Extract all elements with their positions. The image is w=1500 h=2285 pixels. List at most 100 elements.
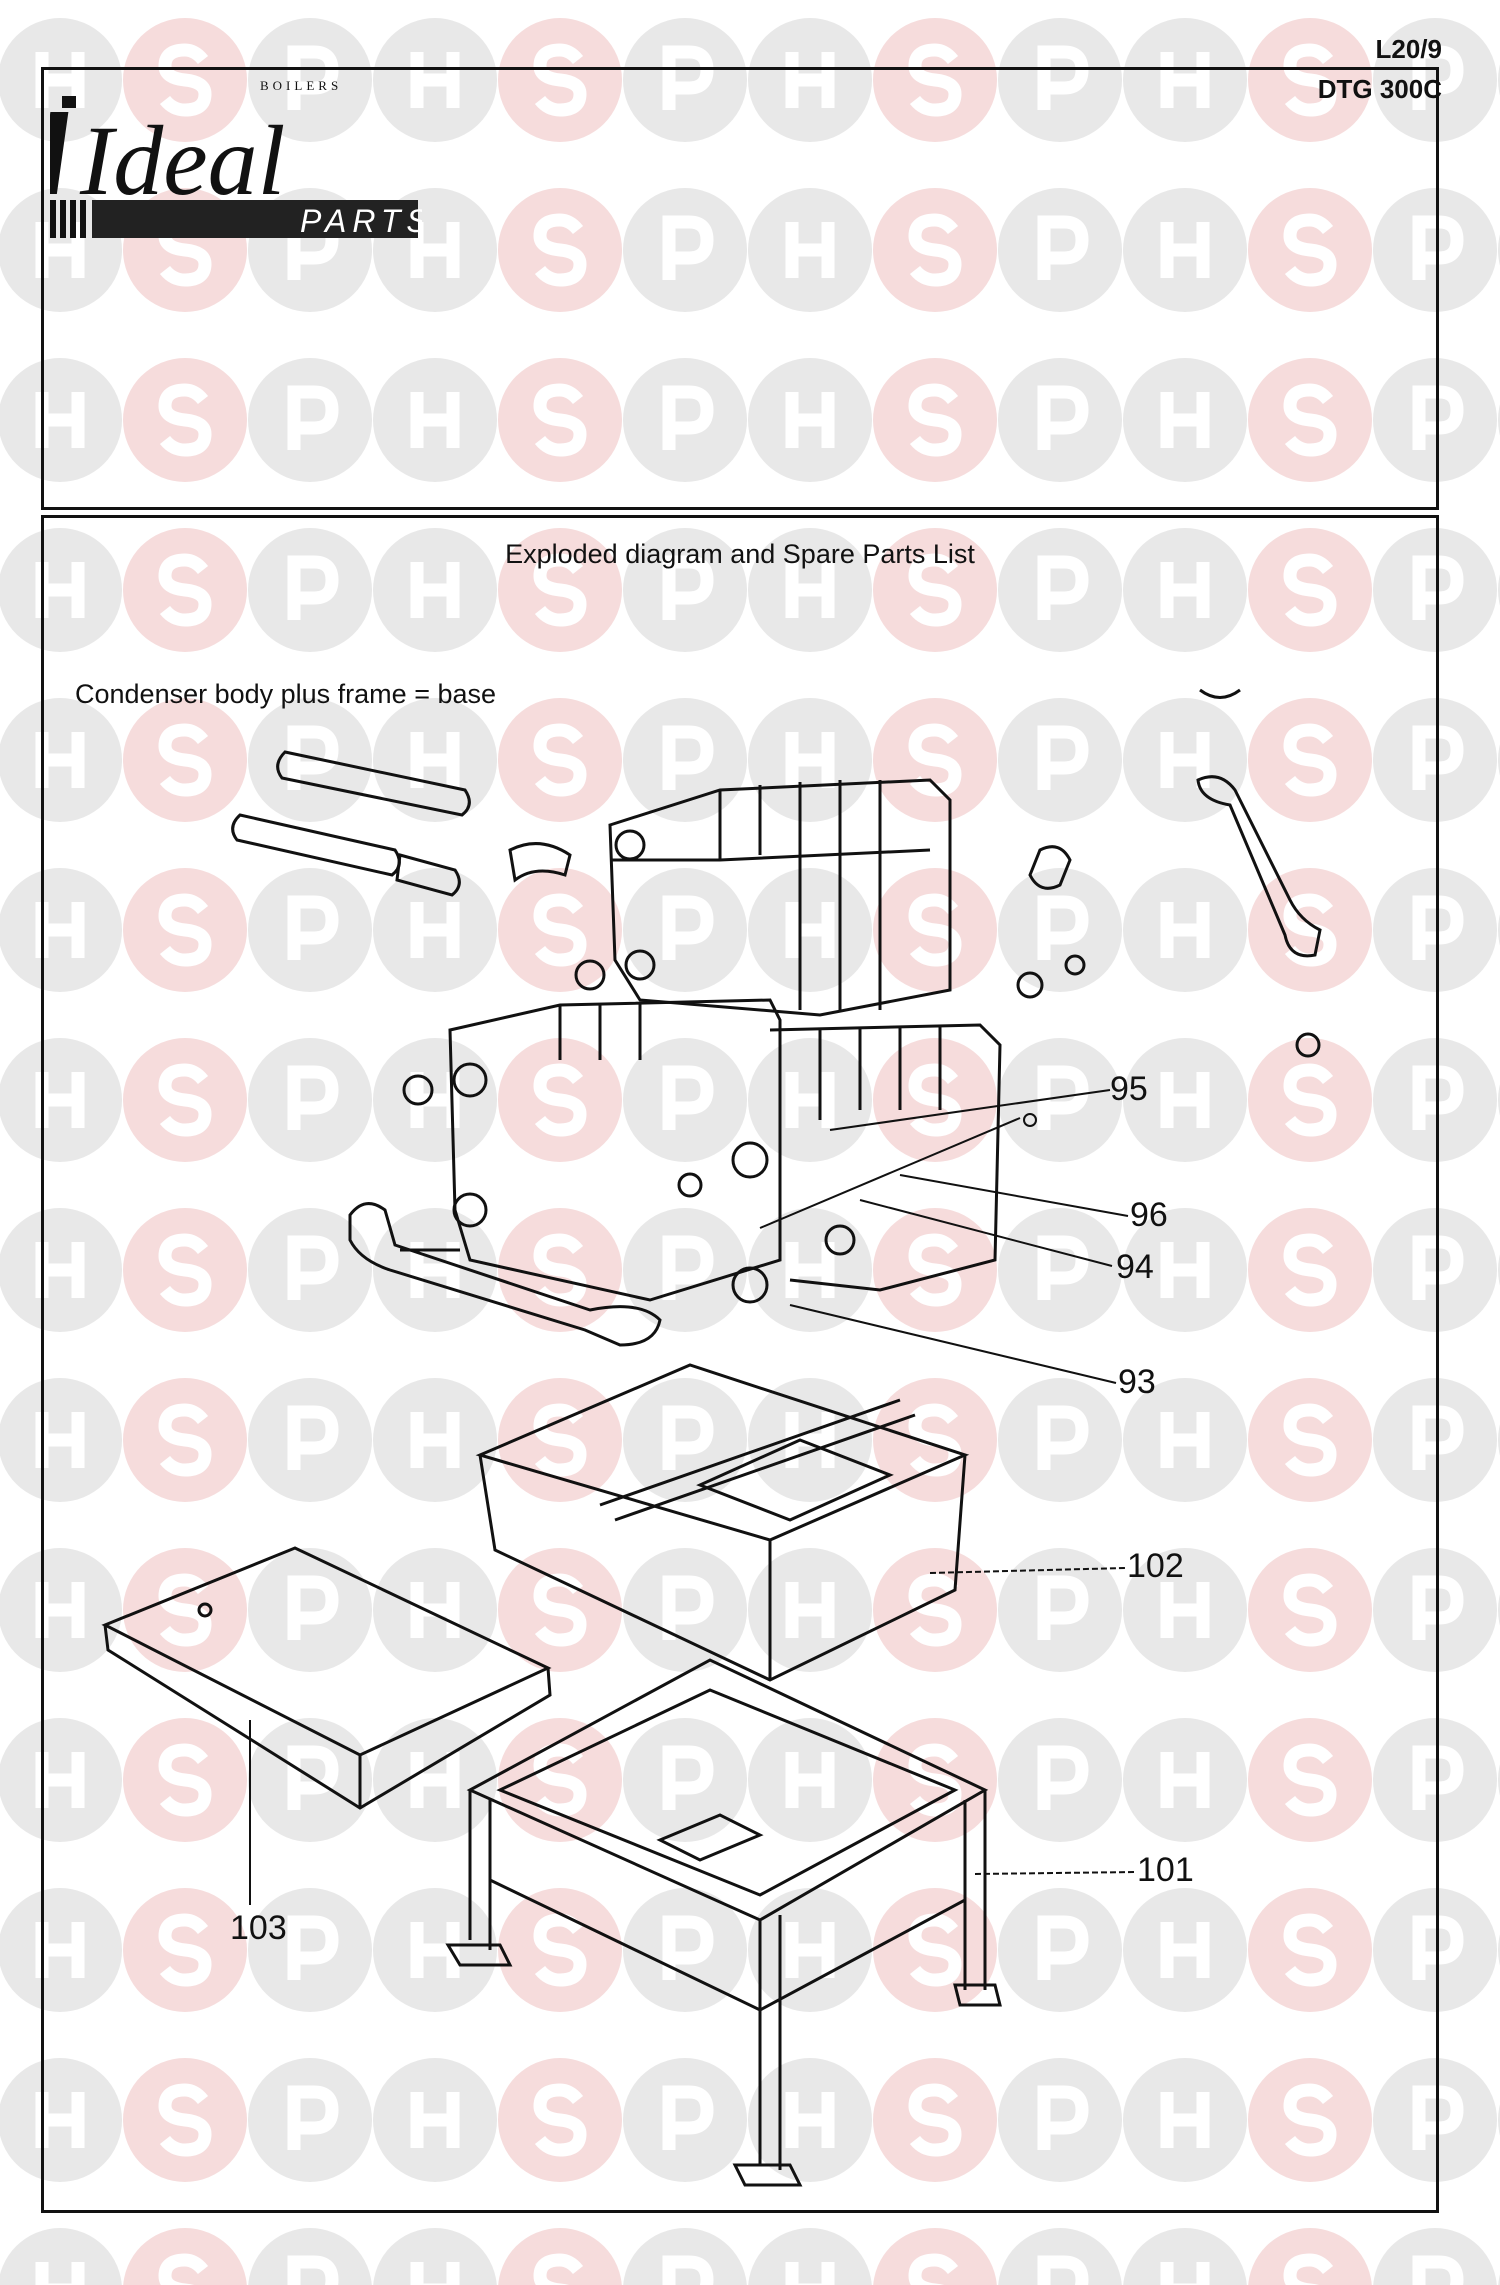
watermark-letter-s: [533, 43, 587, 117]
watermark-letter-s: [1283, 2083, 1337, 2157]
watermark-letter-p: [1037, 555, 1089, 620]
watermark-letter-p: [1412, 1575, 1464, 1640]
section-label: Condenser body plus frame = base: [75, 679, 497, 709]
watermark-letter-s: [533, 723, 587, 797]
watermark-letter-p: [1037, 1745, 1089, 1810]
watermark-letter-h: [785, 2092, 835, 2148]
watermark-circle: [1373, 188, 1497, 312]
watermark-letter-s: [158, 1743, 212, 1817]
watermark-circle: [1373, 1378, 1497, 1502]
watermark-letter-s: [1283, 1573, 1337, 1647]
watermark-circle: [373, 2228, 497, 2285]
watermark-letter-s: [533, 893, 587, 967]
watermark-circle: [998, 868, 1122, 992]
condenser-body-upper: [608, 778, 952, 1017]
header-box: [41, 67, 1439, 510]
watermark-letter-p: [287, 2255, 339, 2285]
watermark-circle: [248, 528, 372, 652]
watermark-letter-s: [158, 723, 212, 797]
watermark-letter-p: [1412, 1235, 1464, 1300]
watermark-letter-h: [1160, 1752, 1210, 1808]
condenser-body-lower: [448, 998, 1002, 1304]
watermark-letter-h: [1160, 562, 1210, 618]
watermark-letter-p: [662, 725, 714, 790]
watermark-letter-h: [410, 392, 460, 448]
watermark-letter-s: [908, 1913, 962, 1987]
watermark-circle: [623, 1718, 747, 1842]
watermark-circle: [623, 18, 747, 142]
watermark-letter-p: [1412, 1405, 1464, 1470]
watermark-circle: [1373, 868, 1497, 992]
watermark-circle: [998, 188, 1122, 312]
watermark-letter-s: [908, 213, 962, 287]
watermark-circle: [998, 698, 1122, 822]
watermark-letter-p: [287, 895, 339, 960]
watermark-letter-s: [533, 553, 587, 627]
watermark-letter-s: [158, 2253, 209, 2285]
watermark-letter-h: [1160, 1412, 1210, 1468]
watermark-circle: [248, 1888, 372, 2012]
watermark-letter-h: [1160, 2092, 1210, 2148]
watermark-circle: [1373, 2058, 1497, 2182]
drip-pan-103: [101, 1546, 552, 1810]
watermark-letter-s: [1283, 213, 1337, 287]
watermark-letter-p: [1037, 1065, 1089, 1130]
watermark-letter-s: [1283, 1913, 1337, 1987]
watermark-circle: [623, 1208, 747, 1332]
watermark-letter-p: [287, 1065, 339, 1130]
logo-tagline: BOILERS: [260, 78, 342, 93]
watermark-letter-p: [1037, 215, 1089, 280]
callout-93: 93: [1118, 1363, 1156, 1401]
pipe-lower: [348, 1202, 662, 1347]
watermark-letter-s: [533, 2253, 584, 2285]
watermark-circle: [1373, 18, 1497, 142]
callout-101: 101: [1137, 1851, 1194, 1889]
watermark-letter-h: [785, 222, 835, 278]
watermark-circle: [623, 528, 747, 652]
callout-103: 103: [230, 1909, 287, 1947]
watermark-letter-s: [1283, 1403, 1337, 1477]
watermark-letter-s: [908, 43, 962, 117]
watermark-letter-h: [785, 562, 835, 618]
watermark-letter-s: [908, 553, 962, 627]
watermark-letter-p: [287, 725, 339, 790]
watermark-circle: [0, 2228, 122, 2285]
watermark-letter-s: [908, 1063, 962, 1137]
watermark-circle: [998, 1718, 1122, 1842]
watermark-letter-s: [908, 1233, 962, 1307]
callout-96: 96: [1130, 1196, 1168, 1234]
pipe-parts: [231, 688, 1322, 1106]
watermark-letter-h: [1160, 1922, 1210, 1978]
watermark-letter-s: [908, 2083, 962, 2157]
watermark-letter-s: [1283, 383, 1337, 457]
watermark-letter-p: [287, 1575, 339, 1640]
watermark-circle: [998, 1378, 1122, 1502]
watermark-letter-h: [410, 562, 460, 618]
watermark-letter-s: [1283, 1743, 1337, 1817]
watermark-letter-h: [785, 392, 835, 448]
watermark-letter-s: [533, 1743, 587, 1817]
watermark-circle: [623, 188, 747, 312]
watermark-letter-s: [533, 213, 587, 287]
watermark-letter-s: [1283, 893, 1337, 967]
watermark-letter-h: [410, 2092, 460, 2148]
watermark-letter-h: [35, 2262, 85, 2285]
watermark-circle: [998, 1208, 1122, 1332]
watermark-letter-p: [1412, 385, 1464, 450]
watermark-letter-s: [533, 1063, 587, 1137]
watermark-letter-p: [1037, 1235, 1089, 1300]
watermark-letter-s: [908, 1403, 962, 1477]
watermark-letter-p: [287, 1405, 339, 1470]
watermark-letter-p: [1412, 555, 1464, 620]
watermark-circle: [623, 1888, 747, 2012]
watermark-letter-s: [158, 383, 212, 457]
watermark-letter-s: [158, 43, 212, 117]
watermark-letter-h: [410, 902, 460, 958]
watermark-letter-p: [1412, 215, 1464, 280]
watermark-circle: [998, 1888, 1122, 2012]
watermark-letter-p: [1412, 1745, 1464, 1810]
watermark-letter-p: [662, 2255, 714, 2285]
watermark-circle: [248, 2058, 372, 2182]
model-name: DTG 300C: [1317, 74, 1442, 104]
